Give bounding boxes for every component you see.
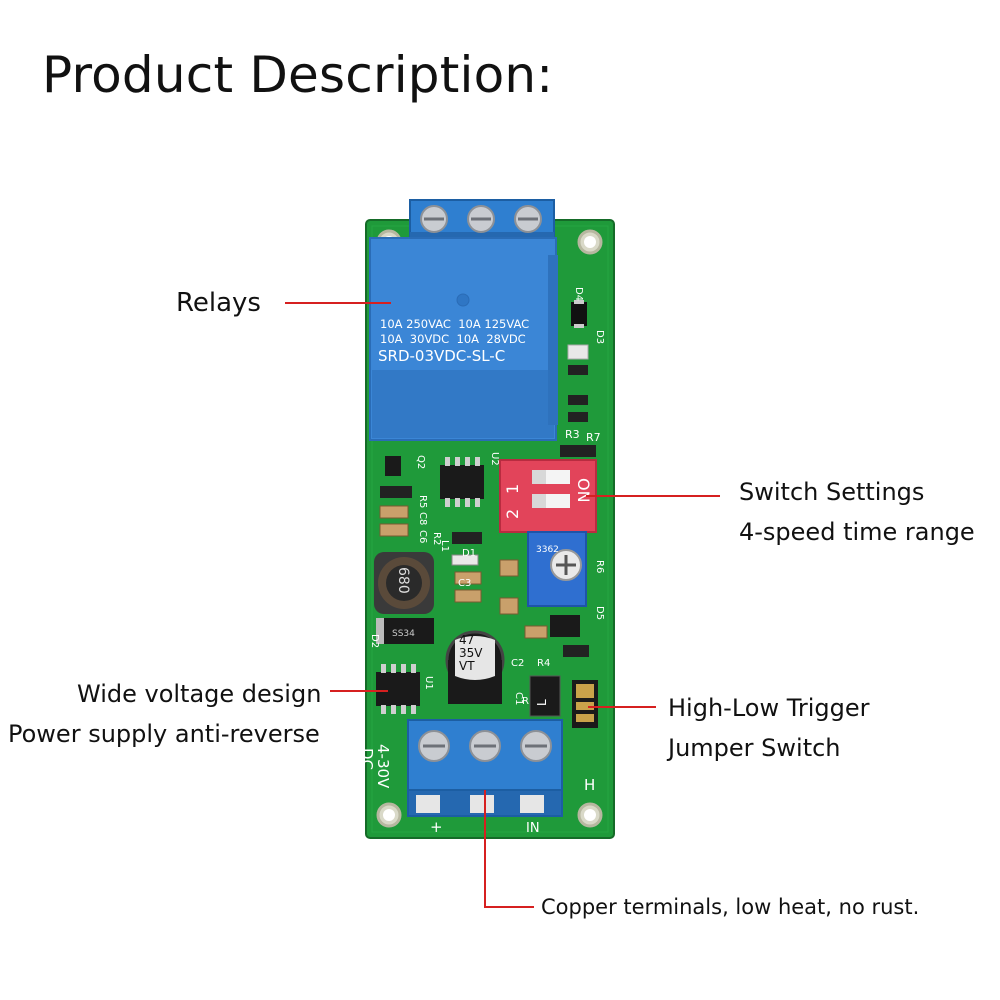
input-terminal-block: [407, 719, 563, 817]
regulator-ic-chip: [376, 664, 420, 714]
svg-text:R1: R1: [522, 696, 535, 707]
anti-reverse-label: Power supply anti-reverse: [8, 720, 320, 748]
voltage-marking: 4-30V: [374, 744, 392, 789]
indicator-components: [560, 300, 596, 457]
dip-switch: 1 2 ON: [499, 459, 597, 533]
page-title: Product Description:: [42, 46, 554, 104]
svg-text:R6: R6: [594, 560, 605, 573]
svg-text:D1: D1: [462, 548, 476, 559]
svg-text:SS34: SS34: [392, 629, 415, 639]
svg-text:3362: 3362: [536, 545, 559, 555]
svg-text:U1: U1: [423, 676, 434, 690]
svg-text:D2: D2: [369, 634, 380, 648]
terminals-leader-horizontal: [484, 906, 534, 908]
wide-voltage-label: Wide voltage design: [77, 680, 322, 708]
terminals-leader-vertical: [484, 790, 486, 908]
relay-rating-line2: 10A 30VDC 10A 28VDC: [380, 332, 526, 346]
dc-marking: DC: [358, 748, 376, 770]
output-terminal-block: [409, 199, 555, 243]
svg-text:C6: C6: [417, 530, 428, 543]
svg-text:R3: R3: [565, 428, 580, 441]
svg-text:C1: C1: [513, 692, 524, 705]
screw-icon: [418, 730, 552, 762]
jumper-label: Jumper Switch: [668, 734, 841, 762]
screw-icon: [420, 205, 542, 233]
svg-text:35V: 35V: [459, 646, 483, 660]
trigger-label: High-Low Trigger: [668, 694, 870, 722]
svg-text:D5: D5: [594, 606, 605, 620]
timer-ic-chip: [440, 457, 484, 507]
relay: 10A 250VAC 10A 125VAC 10A 30VDC 10A 28VD…: [369, 237, 558, 441]
time-range-label: 4-speed time range: [739, 518, 975, 546]
plus-marking: +: [430, 818, 443, 836]
svg-text:D4: D4: [573, 287, 584, 301]
svg-text:U2: U2: [489, 452, 500, 466]
h-marking: H: [584, 776, 595, 794]
svg-text:47: 47: [459, 633, 474, 647]
trigger-leader-line: [588, 706, 656, 708]
potentiometer: 3362: [527, 531, 587, 607]
relay-model: SRD-03VDC-SL-C: [378, 347, 505, 365]
trigger-jumper: [572, 680, 598, 728]
relays-leader-line: [285, 302, 391, 304]
relays-label: Relays: [176, 288, 261, 318]
switch-settings-label: Switch Settings: [739, 478, 925, 506]
svg-text:C2: C2: [511, 658, 524, 669]
voltage-leader-line: [330, 690, 388, 692]
svg-text:VT: VT: [459, 659, 475, 673]
terminals-label: Copper terminals, low heat, no rust.: [541, 895, 920, 919]
switch-leader-line: [586, 495, 720, 497]
smd-components: [379, 456, 589, 657]
svg-text:D3: D3: [594, 330, 605, 344]
l-marking: L: [535, 699, 549, 706]
svg-text:2: 2: [503, 509, 522, 519]
schottky-diode: SS34: [376, 618, 434, 644]
electrolytic-capacitor: 47 35V VT: [445, 630, 505, 704]
svg-text:Q2: Q2: [415, 455, 426, 469]
relay-rating-line1: 10A 250VAC 10A 125VAC: [380, 317, 529, 331]
svg-text:L1: L1: [439, 540, 450, 552]
inductor: 680: [374, 552, 434, 614]
svg-text:R4: R4: [537, 658, 550, 669]
in-marking: IN: [526, 821, 540, 836]
svg-text:C3: C3: [458, 578, 471, 589]
fuse: [529, 675, 561, 717]
svg-text:C8: C8: [417, 512, 428, 525]
svg-text:R5: R5: [417, 495, 428, 508]
svg-text:680: 680: [395, 567, 411, 594]
svg-text:1: 1: [503, 484, 522, 494]
svg-text:R7: R7: [586, 431, 601, 444]
svg-text:ON: ON: [574, 478, 593, 503]
svg-text:R2: R2: [431, 532, 442, 545]
